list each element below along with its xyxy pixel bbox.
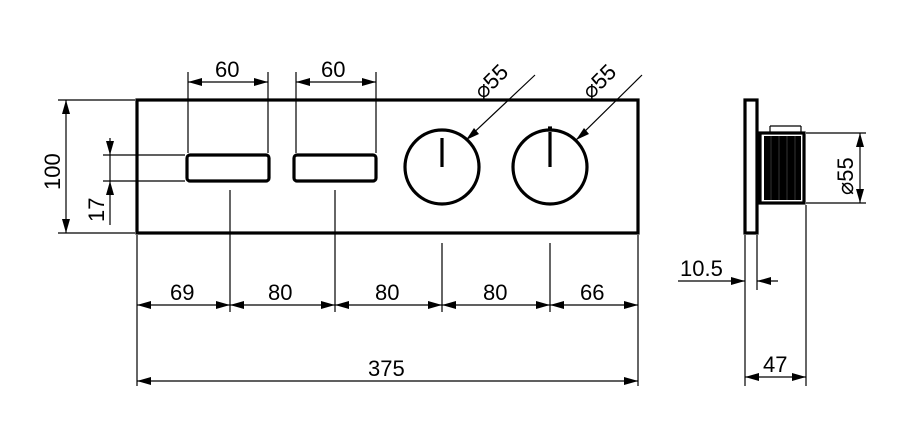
dimension-button-height: 17 — [84, 138, 185, 225]
dim-label-offset-5: 66 — [580, 280, 604, 305]
dim-label-offset-2: 80 — [268, 280, 292, 305]
dim-label-plate-thickness: 10.5 — [680, 256, 723, 281]
dim-label-button-width-2: 60 — [321, 57, 345, 82]
dim-label-offset-4: 80 — [483, 280, 507, 305]
dimension-button-width-2: 60 — [295, 57, 377, 153]
svg-text:⌀55: ⌀55 — [469, 59, 513, 103]
dimension-plate-thickness: 10.5 — [678, 235, 778, 386]
diameter-symbol: ⌀ — [833, 182, 858, 195]
dim-label-button-height: 17 — [84, 198, 109, 222]
dimension-side-knob-diameter: ⌀55 — [806, 132, 866, 204]
dimension-button-width-1: 60 — [187, 57, 269, 153]
dimension-offsets: 69 80 80 80 66 — [136, 190, 639, 386]
dimension-total-depth: 47 — [745, 205, 807, 386]
side-view — [743, 98, 806, 235]
dimension-height: 100 — [40, 99, 135, 234]
front-plate — [135, 98, 640, 235]
front-view — [135, 98, 640, 235]
dim-label-button-width-1: 60 — [215, 57, 239, 82]
dim-label-total-depth: 47 — [763, 352, 787, 377]
side-knob — [758, 125, 806, 205]
dim-label-height: 100 — [40, 153, 65, 190]
dim-label-side-knob-diameter: 55 — [833, 157, 858, 181]
svg-text:⌀55: ⌀55 — [577, 59, 621, 103]
knob-right — [511, 126, 589, 206]
dim-label-total-width: 375 — [368, 356, 405, 381]
knob-left — [403, 128, 481, 206]
side-plate — [743, 98, 759, 235]
button-right — [292, 153, 378, 183]
dim-label-offset-1: 69 — [170, 280, 194, 305]
dim-label-offset-3: 80 — [375, 280, 399, 305]
dimension-total-width: 375 — [137, 356, 638, 385]
svg-text:⌀55: ⌀55 — [833, 157, 858, 195]
button-left — [185, 153, 271, 183]
